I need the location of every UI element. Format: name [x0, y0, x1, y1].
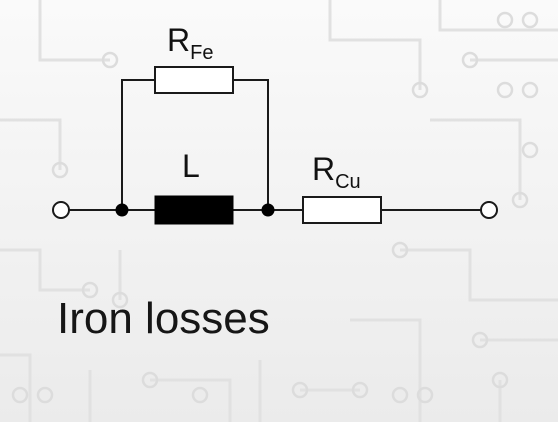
- label-r-cu-symbol: R: [312, 151, 336, 187]
- label-r-fe-symbol: R: [167, 22, 191, 58]
- wire-parallel-left: [121, 79, 155, 210]
- caption-text: Iron losses: [57, 294, 270, 343]
- junction-dot-right: [261, 203, 275, 217]
- resistor-r-cu: [302, 196, 382, 224]
- junction-dot-left: [115, 203, 129, 217]
- label-inductor: L: [182, 148, 200, 184]
- terminal-left: [52, 201, 70, 219]
- label-r-fe: RFe: [167, 22, 213, 63]
- wire-parallel-right: [233, 79, 269, 210]
- label-r-fe-subscript: Fe: [190, 42, 214, 64]
- inductor-l: [154, 195, 234, 225]
- label-r-cu: RCu: [312, 151, 361, 192]
- resistor-r-fe: [154, 66, 234, 94]
- terminal-right: [480, 201, 498, 219]
- label-r-cu-subscript: Cu: [335, 171, 361, 193]
